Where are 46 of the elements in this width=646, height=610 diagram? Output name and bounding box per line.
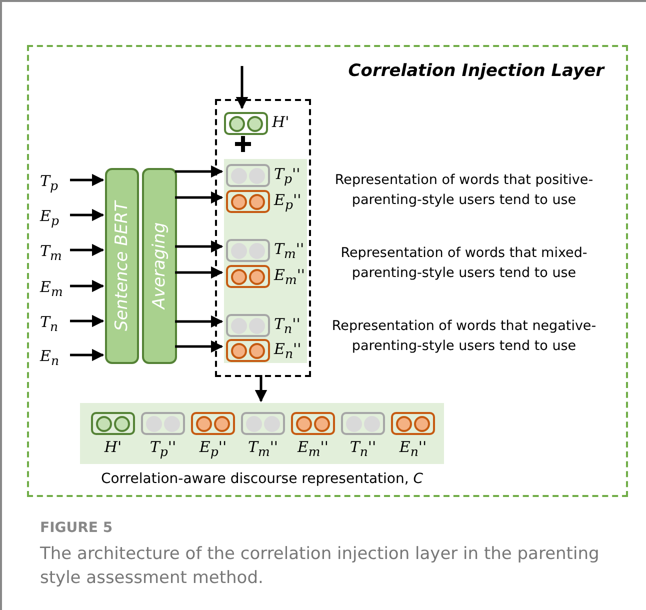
vector-label: T$_{m}$'' [246, 437, 280, 461]
layer-frame [27, 45, 628, 497]
input-symbol: E$_{n}$ [40, 346, 72, 368]
vector-label: T$_{p}$'' [148, 437, 178, 461]
dashed-group-box [215, 99, 311, 377]
arrow [254, 375, 268, 402]
module-bar: Sentence BERT [105, 168, 139, 364]
arrow [70, 314, 104, 328]
vector-label: E$_{p}$'' [198, 437, 228, 461]
input-symbol: T$_{m}$ [40, 241, 72, 263]
arrow [70, 208, 104, 222]
arrow [175, 340, 224, 353]
arrow [175, 240, 224, 253]
description-text: Representation of words that negative-parenting-style users tend to use [330, 317, 598, 356]
arrow [175, 165, 224, 178]
vector-label: H' [272, 112, 290, 132]
input-symbol: E$_{m}$ [40, 277, 72, 299]
layer-title: Correlation Injection Layer [348, 61, 604, 81]
vector-label: T$_{n}$'' [274, 314, 300, 338]
vector-label: E$_{p}$'' [274, 190, 302, 214]
arrow [175, 315, 224, 328]
vector-label: T$_{p}$'' [274, 164, 300, 188]
vector-label: T$_{m}$'' [274, 239, 304, 263]
shaded-panel [224, 159, 307, 363]
description-text: Representation of words that mixed-parenting-style users tend to use [340, 244, 588, 283]
vector-label: E$_{m}$'' [274, 265, 306, 289]
figure-label: FIGURE 5 [40, 520, 113, 536]
input-symbol: T$_{p}$ [40, 171, 72, 193]
arrow [70, 244, 104, 256]
vector-label: H' [103, 437, 123, 457]
vector-label: T$_{n}$'' [348, 437, 378, 461]
arrow [70, 280, 104, 292]
arrow [70, 174, 104, 186]
arrow [70, 348, 104, 362]
vector-label: E$_{n}$'' [274, 339, 302, 363]
input-symbol: E$_{p}$ [40, 206, 72, 228]
arrow [175, 191, 224, 204]
representation-caption: Correlation-aware discourse representation, C [100, 471, 424, 487]
module-bar: Averaging [142, 168, 177, 364]
vector-label: E$_{m}$'' [296, 437, 330, 461]
description-text: Representation of words that positive-parenting-style users tend to use [334, 171, 594, 210]
arrow [236, 66, 248, 110]
input-symbol: T$_{n}$ [40, 312, 72, 334]
figure-caption: The architecture of the correlation injection layer in the parenting style assessment method. [40, 543, 600, 590]
vector-label: E$_{n}$'' [398, 437, 428, 461]
arrow [175, 266, 224, 279]
